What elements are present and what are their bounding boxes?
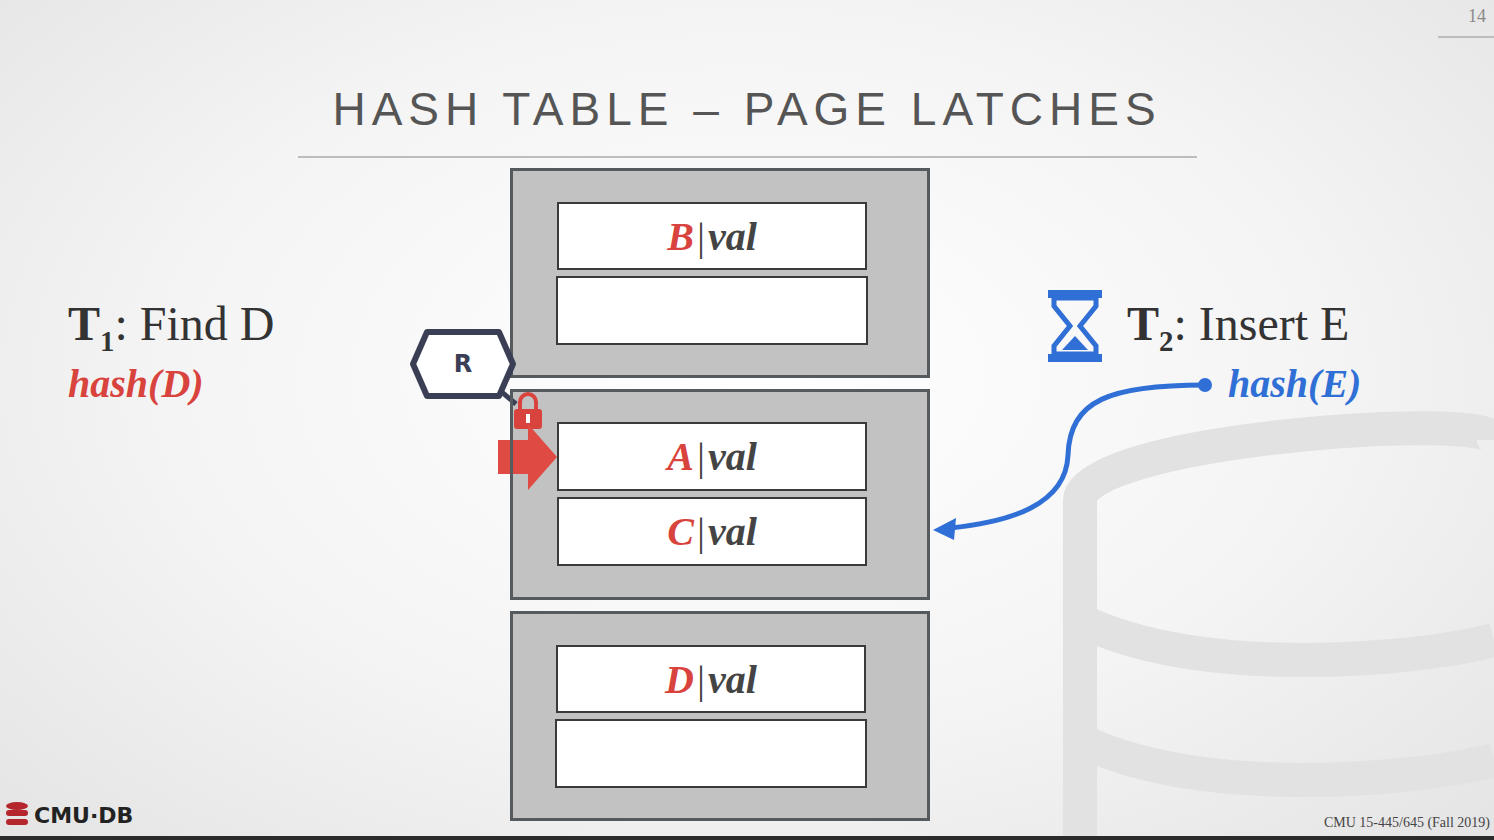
footer-band — [0, 836, 1494, 840]
hash-page: D|val — [510, 611, 930, 821]
slot-value: val — [708, 434, 757, 479]
slot-entry: A|val — [667, 433, 757, 480]
transaction-label: T2: Insert E — [1127, 296, 1349, 358]
slot-entry: C|val — [667, 508, 757, 555]
slot-key: A — [667, 434, 694, 479]
slot-value: val — [708, 214, 757, 259]
logo-text: CMU·DB — [34, 803, 133, 828]
hash-slot: B|val — [557, 202, 867, 270]
hash-page: A|valC|val — [510, 389, 930, 600]
transaction-number: 2 — [1159, 325, 1173, 357]
slot-value: val — [708, 509, 757, 554]
slot-separator: | — [694, 657, 708, 702]
hash-call: hash(E) — [1228, 360, 1361, 407]
slot-entry: D|val — [665, 656, 757, 703]
db-watermark — [1080, 428, 1494, 840]
transaction-label: T1: Find D — [68, 296, 274, 358]
transaction-letter: T — [1127, 297, 1159, 350]
page-number-rule — [1438, 36, 1494, 38]
lock-icon — [514, 394, 542, 429]
slide-title: HASH TABLE – PAGE LATCHES — [0, 82, 1494, 136]
hash-call: hash(D) — [68, 360, 204, 407]
footer-text: CMU 15-445/645 (Fall 2019) — [1324, 815, 1490, 831]
latch-badge: R — [409, 328, 517, 400]
page-fill — [510, 168, 930, 821]
transaction-number: 1 — [100, 325, 114, 357]
slot-separator: | — [694, 214, 708, 259]
hash-pointer — [933, 378, 1212, 540]
hash-slot: D|val — [556, 645, 866, 713]
slot-key: D — [665, 657, 694, 702]
transaction-action: : Insert E — [1173, 297, 1349, 350]
logo-icon — [6, 802, 28, 825]
latch-mode: R — [454, 350, 472, 378]
transaction-letter: T — [68, 297, 100, 350]
slot-separator: | — [694, 509, 708, 554]
slot-key: C — [667, 509, 694, 554]
cursor-arrow — [498, 424, 557, 490]
slot-entry: B|val — [667, 213, 757, 260]
slot-key: B — [667, 214, 694, 259]
hash-slot: C|val — [557, 497, 867, 566]
hourglass-icon — [1048, 290, 1102, 362]
transaction-action: : Find D — [114, 297, 274, 350]
empty-slot — [556, 277, 867, 787]
page-number: 14 — [1468, 6, 1486, 27]
title-rule — [298, 156, 1197, 158]
hash-page: B|val — [510, 168, 930, 378]
slot-separator: | — [694, 434, 708, 479]
slot-value: val — [708, 657, 757, 702]
hash-slot: A|val — [557, 422, 867, 491]
